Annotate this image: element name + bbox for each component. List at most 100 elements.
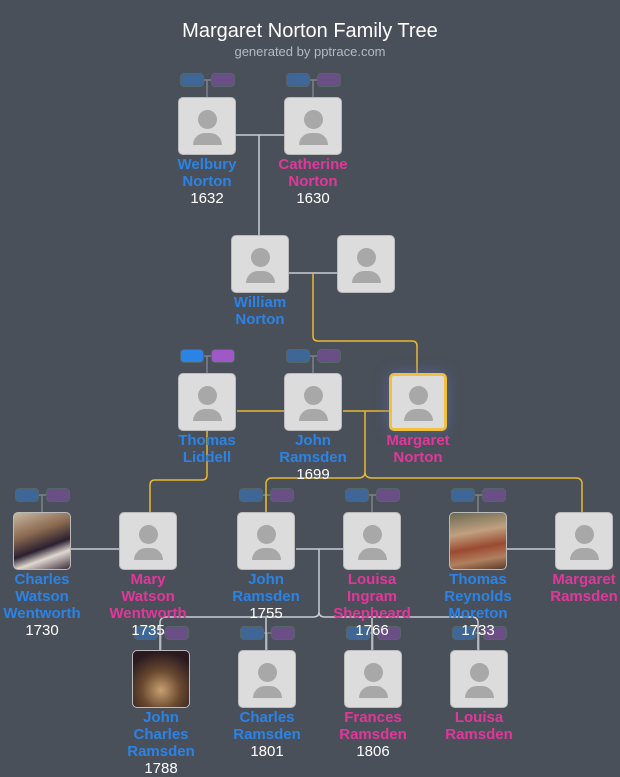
birth-year: 1735 — [131, 622, 165, 639]
father-toggle[interactable] — [286, 73, 310, 87]
birth-year: 1733 — [461, 622, 495, 639]
person-name: William — [233, 294, 287, 311]
person-card[interactable] — [132, 650, 190, 708]
avatar-placeholder-icon — [357, 248, 376, 267]
person-name: Thomas — [178, 432, 236, 449]
person-name: Ramsden — [233, 726, 301, 743]
mother-toggle[interactable] — [317, 349, 341, 363]
mother-toggle[interactable] — [165, 626, 189, 640]
avatar-placeholder-icon — [409, 386, 428, 405]
person-card[interactable] — [284, 97, 342, 155]
avatar-placeholder-icon — [198, 386, 217, 405]
avatar-placeholder-icon — [134, 548, 163, 560]
page-title: Margaret Norton Family Tree — [182, 20, 438, 42]
person-card[interactable] — [119, 512, 177, 570]
person-card[interactable] — [13, 512, 71, 570]
person-card[interactable] — [555, 512, 613, 570]
mother-toggle[interactable] — [377, 626, 401, 640]
father-toggle[interactable] — [451, 488, 475, 502]
father-toggle[interactable] — [452, 626, 476, 640]
birth-year: 1788 — [144, 760, 178, 777]
person-card[interactable] — [389, 373, 447, 431]
person-card[interactable] — [449, 512, 507, 570]
person-card[interactable] — [284, 373, 342, 431]
mother-toggle[interactable] — [271, 626, 295, 640]
person-name: Margaret — [386, 432, 450, 449]
mother-toggle[interactable] — [270, 488, 294, 502]
avatar-placeholder-icon — [299, 133, 328, 145]
person-name: Norton — [182, 173, 232, 190]
person-card[interactable] — [337, 235, 395, 293]
mother-toggle[interactable] — [317, 73, 341, 87]
avatar-placeholder-icon — [352, 271, 381, 283]
avatar-placeholder-icon — [253, 686, 282, 698]
avatar-placeholder-icon — [304, 110, 323, 129]
avatar-placeholder-icon — [193, 409, 222, 421]
person-name: Norton — [288, 173, 338, 190]
avatar-placeholder-icon — [570, 548, 599, 560]
father-toggle[interactable] — [180, 349, 204, 363]
mother-toggle[interactable] — [211, 349, 235, 363]
mother-toggle[interactable] — [483, 626, 507, 640]
person-name: John — [295, 432, 331, 449]
person-name: Louisa — [454, 709, 504, 726]
person-name: Charles — [239, 709, 295, 726]
birth-year: 1755 — [249, 605, 283, 622]
person-name: Ramsden — [445, 726, 513, 743]
descent-line — [149, 431, 208, 512]
birth-year: 1632 — [190, 190, 224, 207]
person-name: John — [143, 709, 179, 726]
person-card[interactable] — [178, 373, 236, 431]
person-card[interactable] — [450, 650, 508, 708]
person-name: Ramsden — [232, 588, 300, 605]
mother-toggle[interactable] — [46, 488, 70, 502]
person-name: Ramsden — [279, 449, 347, 466]
avatar-placeholder-icon — [470, 663, 489, 682]
father-toggle[interactable] — [345, 488, 369, 502]
descent-line — [159, 549, 479, 650]
person-card[interactable] — [178, 97, 236, 155]
person-name: Shepheard — [333, 605, 411, 622]
person-name: Louisa — [347, 571, 397, 588]
father-toggle[interactable] — [286, 349, 310, 363]
person-card[interactable] — [231, 235, 289, 293]
descent-line — [312, 273, 418, 373]
father-toggle[interactable] — [346, 626, 370, 640]
father-toggle[interactable] — [134, 626, 158, 640]
father-toggle[interactable] — [240, 626, 264, 640]
person-card[interactable] — [343, 512, 401, 570]
birth-year: 1630 — [296, 190, 330, 207]
person-name: Wentworth — [109, 605, 187, 622]
person-card[interactable] — [237, 512, 295, 570]
father-toggle[interactable] — [180, 73, 204, 87]
father-toggle[interactable] — [15, 488, 39, 502]
father-toggle[interactable] — [239, 488, 263, 502]
mother-toggle[interactable] — [211, 73, 235, 87]
mother-toggle[interactable] — [376, 488, 400, 502]
person-name: Ramsden — [550, 588, 618, 605]
mother-toggle[interactable] — [482, 488, 506, 502]
person-name: Mary — [130, 571, 166, 588]
birth-year: 1806 — [356, 743, 390, 760]
portrait-photo — [133, 651, 189, 707]
person-card[interactable] — [238, 650, 296, 708]
person-card[interactable] — [344, 650, 402, 708]
couple-line — [236, 134, 284, 235]
person-name: Wentworth — [3, 605, 81, 622]
